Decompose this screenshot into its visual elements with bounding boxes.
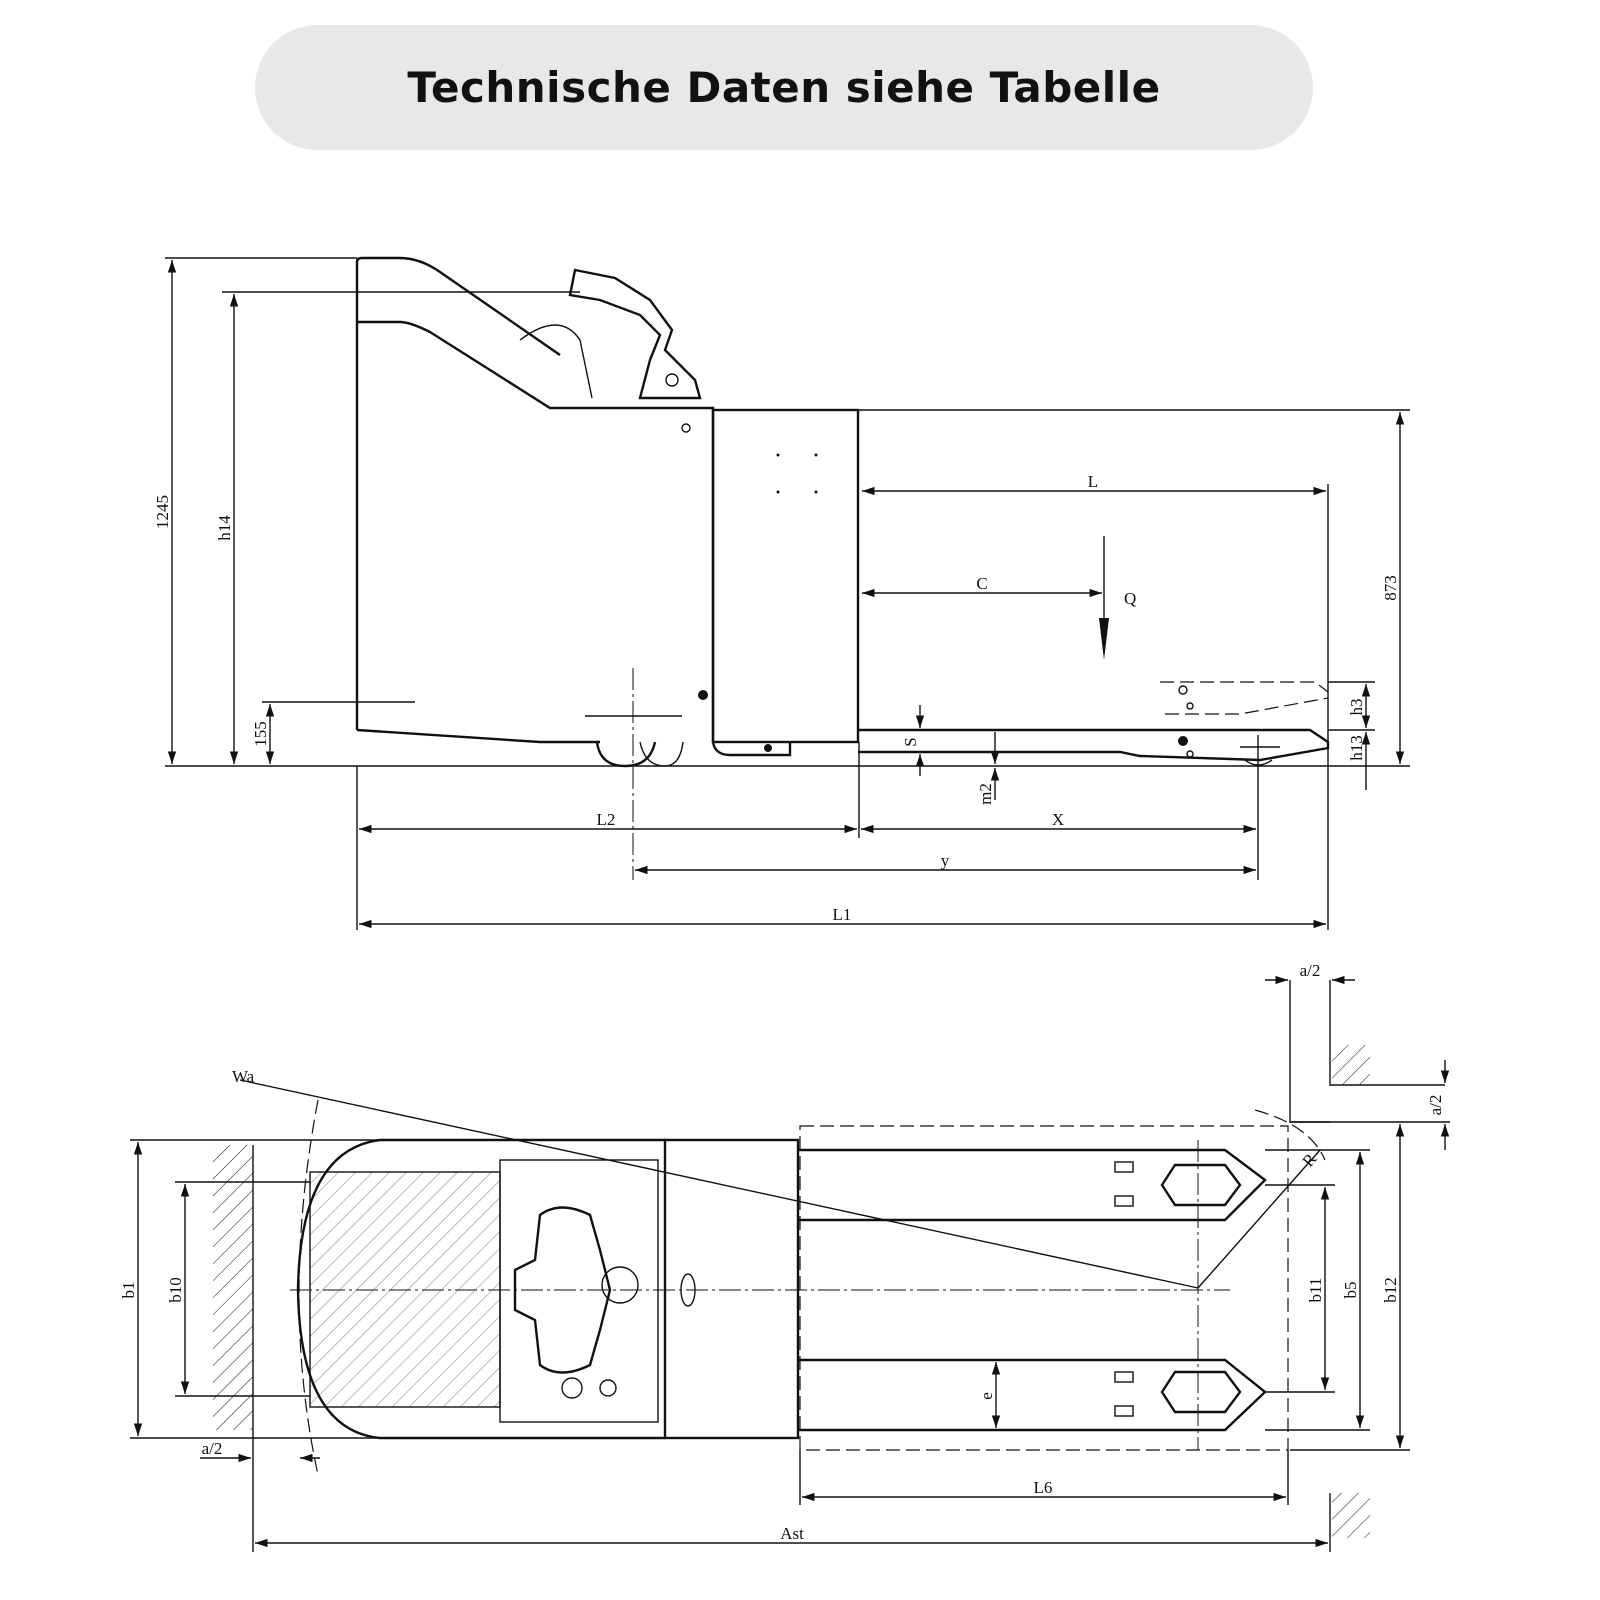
dim-b1: b1	[119, 1282, 138, 1299]
battery-top	[663, 1138, 800, 1440]
load-Q: Q	[1124, 589, 1136, 608]
top-view: Wa R a/2 a/2 b1 b10 a/2 e b11	[119, 961, 1450, 1552]
dim-155: 155	[251, 721, 270, 747]
dim-h13: h13	[1347, 735, 1366, 761]
dim-L6: L6	[1034, 1478, 1053, 1497]
side-view: 1245 h14 155 L C Q 873 h3 h13 S	[153, 256, 1410, 930]
truck-body	[355, 256, 715, 744]
fork-left	[798, 1148, 1267, 1222]
tiller-top	[513, 1206, 612, 1374]
dim-b11: b11	[1306, 1278, 1325, 1303]
dim-873: 873	[1381, 575, 1400, 601]
dim-a2-top: a/2	[1300, 961, 1321, 980]
support-wheel	[711, 741, 792, 757]
dim-L: L	[1088, 472, 1098, 491]
title-banner: Technische Daten siehe Tabelle	[255, 25, 1313, 150]
dim-1245: 1245	[153, 495, 172, 529]
dim-L2: L2	[597, 810, 616, 829]
dim-h14: h14	[215, 515, 234, 541]
page-title: Technische Daten siehe Tabelle	[407, 63, 1161, 112]
dim-b5: b5	[1341, 1282, 1360, 1299]
battery-box	[711, 408, 860, 744]
dim-S: S	[901, 737, 920, 746]
load-arrow	[1099, 618, 1109, 660]
aisle-wall-left	[213, 1145, 253, 1430]
dim-e: e	[977, 1392, 996, 1400]
dim-y: y	[941, 851, 950, 870]
dim-b10: b10	[166, 1277, 185, 1303]
dim-a2-right: a/2	[1426, 1095, 1445, 1116]
dim-a2-left: a/2	[202, 1439, 223, 1458]
dim-C: C	[976, 574, 987, 593]
dim-Ast: Ast	[780, 1524, 804, 1543]
dim-m2: m2	[976, 783, 995, 805]
aisle-wall-corner	[1332, 1045, 1370, 1085]
drive-wheel	[595, 741, 657, 768]
tiller-handle	[568, 268, 702, 400]
aisle-wall-bottom	[1332, 1493, 1370, 1538]
dim-b12: b12	[1381, 1277, 1400, 1303]
dim-X: X	[1052, 810, 1064, 829]
dim-Wa: Wa	[232, 1067, 255, 1086]
fork-side	[858, 728, 1330, 762]
dim-h3: h3	[1347, 699, 1366, 716]
hood-cover	[519, 324, 593, 399]
dim-L1: L1	[833, 905, 852, 924]
fork-right	[798, 1358, 1267, 1432]
